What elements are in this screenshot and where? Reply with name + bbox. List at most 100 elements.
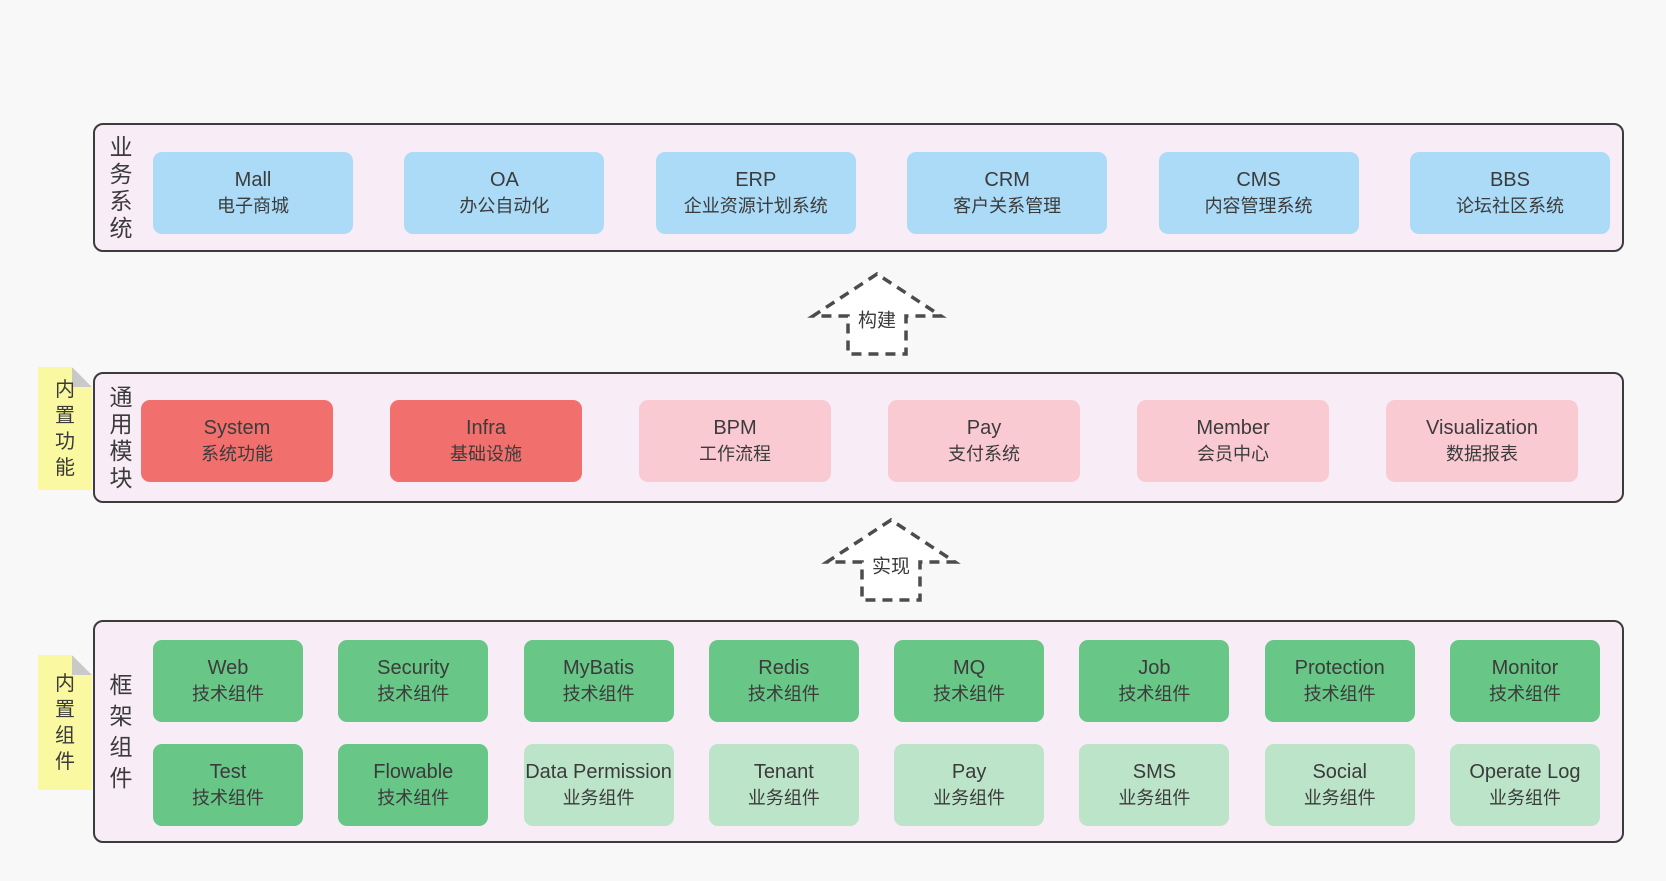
component-name: Flowable <box>373 761 454 783</box>
component-box-job: Job 技术组件 <box>1079 640 1230 722</box>
component-subtitle: 技术组件 <box>377 788 450 808</box>
component-subtitle: 数据报表 <box>1446 444 1518 464</box>
component-name: Operate Log <box>1469 761 1581 783</box>
row-common-modules: System 系统功能 Infra 基础设施 BPM 工作流程 Pay 支付系统 Member 会… <box>141 400 1578 482</box>
component-subtitle: 业务组件 <box>1488 788 1561 808</box>
arrow-implement: 实现 <box>821 516 961 604</box>
component-subtitle: 技术组件 <box>377 684 450 704</box>
component-subtitle: 业务组件 <box>747 788 820 808</box>
arrow-implement-label: 实现 <box>868 551 914 579</box>
component-name: OA <box>489 169 519 191</box>
component-subtitle: 办公自动化 <box>459 196 550 216</box>
component-name: SMS <box>1132 761 1177 783</box>
component-subtitle: 客户关系管理 <box>953 196 1062 216</box>
component-box-member: Member 会员中心 <box>1137 400 1329 482</box>
component-subtitle: 会员中心 <box>1197 444 1269 464</box>
component-box-cms: CMS 内容管理系统 <box>1158 152 1359 234</box>
component-name: Pay <box>951 761 987 783</box>
component-box-pay: Pay 支付系统 <box>888 400 1080 482</box>
component-subtitle: 业务组件 <box>933 788 1006 808</box>
component-subtitle: 技术组件 <box>933 684 1006 704</box>
component-box-oa: OA 办公自动化 <box>404 152 605 234</box>
row-business-systems: Mall 电子商城 OA 办公自动化 ERP 企业资源计划系统 CRM 客户关系管理 CMS 内容… <box>153 152 1610 234</box>
component-box-pay: Pay 业务组件 <box>894 744 1045 826</box>
component-box-mall: Mall 电子商城 <box>153 152 353 234</box>
component-name: BBS <box>1489 169 1530 191</box>
sticky-note-built-in-components: 内置组件 <box>38 655 92 790</box>
component-name: Visualization <box>1426 417 1538 439</box>
component-name: Tenant <box>753 761 814 783</box>
component-subtitle: 内容管理系统 <box>1204 196 1313 216</box>
component-subtitle: 技术组件 <box>1118 684 1191 704</box>
component-name: CRM <box>984 169 1030 191</box>
component-box-crm: CRM 客户关系管理 <box>907 152 1108 234</box>
component-name: CMS <box>1236 169 1281 191</box>
component-subtitle: 电子商城 <box>217 196 289 216</box>
component-name: Monitor <box>1491 657 1559 679</box>
component-box-monitor: Monitor 技术组件 <box>1449 640 1600 722</box>
component-box-erp: ERP 企业资源计划系统 <box>655 152 856 234</box>
component-name: System <box>203 417 271 439</box>
component-name: ERP <box>735 169 777 191</box>
layer-title-common-modules: 通用模块 <box>109 383 133 491</box>
component-box-infra: Infra 基础设施 <box>390 400 582 482</box>
component-box-data-permission: Data Permission 业务组件 <box>523 744 674 826</box>
component-name: Job <box>1138 657 1171 679</box>
component-name: MQ <box>953 657 986 679</box>
component-box-bpm: BPM 工作流程 <box>639 400 831 482</box>
component-subtitle: 企业资源计划系统 <box>683 196 828 216</box>
component-box-tenant: Tenant 业务组件 <box>708 744 859 826</box>
component-name: MyBatis <box>563 657 635 679</box>
component-box-operate-log: Operate Log 业务组件 <box>1449 744 1600 826</box>
component-name: Social <box>1312 761 1367 783</box>
component-name: Web <box>207 657 249 679</box>
sticky-note-built-in-features: 内置功能 <box>38 367 92 490</box>
component-subtitle: 技术组件 <box>747 684 820 704</box>
layer-business-systems: 业务系统 Mall 电子商城 OA 办公自动化 ERP 企业资源计划系统 CRM 客户关系管理… <box>93 123 1624 252</box>
arrow-build-label: 构建 <box>854 305 900 333</box>
sticky-note-text: 内置组件 <box>55 672 75 773</box>
component-name: Redis <box>758 657 810 679</box>
sticky-note-text: 内置功能 <box>55 378 75 479</box>
component-subtitle: 技术组件 <box>562 684 635 704</box>
component-box-system: System 系统功能 <box>141 400 333 482</box>
component-box-flowable: Flowable 技术组件 <box>338 744 489 826</box>
component-name: Pay <box>966 417 1002 439</box>
component-name: Member <box>1196 417 1270 439</box>
layer-common-modules: 通用模块 System 系统功能 Infra 基础设施 BPM 工作流程 Pay 支付系统 Me… <box>93 372 1624 503</box>
component-name: Test <box>209 761 247 783</box>
component-box-web: Web 技术组件 <box>153 640 303 722</box>
component-box-visualization: Visualization 数据报表 <box>1386 400 1578 482</box>
component-box-mybatis: MyBatis 技术组件 <box>523 640 674 722</box>
component-subtitle: 技术组件 <box>1488 684 1561 704</box>
component-box-bbs: BBS 论坛社区系统 <box>1409 152 1610 234</box>
component-box-redis: Redis 技术组件 <box>708 640 859 722</box>
component-box-mq: MQ 技术组件 <box>894 640 1045 722</box>
component-box-protection: Protection 技术组件 <box>1264 640 1415 722</box>
component-name: Protection <box>1294 657 1385 679</box>
component-subtitle: 技术组件 <box>192 684 264 704</box>
component-subtitle: 论坛社区系统 <box>1455 196 1564 216</box>
component-subtitle: 基础设施 <box>450 444 522 464</box>
component-subtitle: 技术组件 <box>1303 684 1376 704</box>
component-subtitle: 业务组件 <box>1303 788 1376 808</box>
component-name: Infra <box>465 417 507 439</box>
component-subtitle: 支付系统 <box>948 444 1020 464</box>
component-name: Security <box>377 657 450 679</box>
component-box-security: Security 技术组件 <box>338 640 489 722</box>
layer-title-business-systems: 业务系统 <box>109 133 133 241</box>
component-name: Mall <box>234 169 272 191</box>
component-subtitle: 工作流程 <box>699 444 771 464</box>
component-name: Data Permission <box>525 761 672 783</box>
layer-title-framework-components: 框架组件 <box>109 671 133 791</box>
component-subtitle: 系统功能 <box>201 444 273 464</box>
component-name: BPM <box>713 417 757 439</box>
arrow-build: 构建 <box>807 270 947 358</box>
component-subtitle: 业务组件 <box>562 788 635 808</box>
